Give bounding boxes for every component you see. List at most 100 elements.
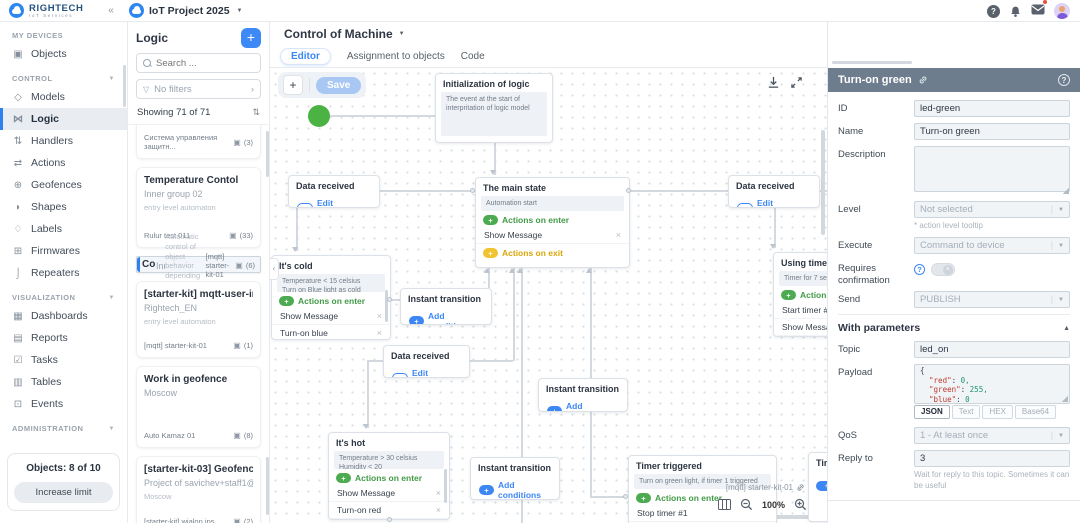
close-icon[interactable]: × xyxy=(435,488,441,498)
section-control[interactable]: CONTROL▼ xyxy=(12,74,115,83)
reply-to-input[interactable] xyxy=(914,450,1070,468)
fullscreen-icon[interactable] xyxy=(790,76,803,89)
canvas-horizontal-scrollbar[interactable] xyxy=(769,515,809,519)
sidebar-collapse-icon[interactable]: « xyxy=(108,5,114,16)
sidebar-item-shapes[interactable]: ◗Shapes xyxy=(0,196,127,218)
sidebar-scrollbar[interactable] xyxy=(123,65,126,107)
logic-card[interactable]: Work in geofence Moscow Auto Kamaz 01▣(8… xyxy=(136,365,261,448)
action-item[interactable]: Show Message× xyxy=(329,485,449,502)
sidebar-item-objects[interactable]: ▣Objects xyxy=(13,48,67,60)
sidebar-item-tasks[interactable]: ☑Tasks xyxy=(13,354,58,366)
node-clipped-timer[interactable]: Time + xyxy=(808,452,827,522)
add-conditions-link[interactable]: +Add conditions xyxy=(401,307,491,324)
resize-handle[interactable] xyxy=(1062,187,1069,194)
description-textarea[interactable] xyxy=(914,146,1070,192)
link-icon[interactable] xyxy=(918,75,928,85)
plus-icon[interactable]: + xyxy=(483,248,498,259)
close-icon[interactable]: × xyxy=(435,505,441,515)
logic-card-selected[interactable]: Control of Machine Inner group 02 Automa… xyxy=(136,232,261,300)
user-avatar[interactable] xyxy=(1054,3,1070,19)
help-icon[interactable]: ? xyxy=(987,4,1000,18)
id-input[interactable] xyxy=(914,100,1070,117)
node-timer-triggered[interactable]: Timer triggered Turn on green light, if … xyxy=(628,455,777,523)
plus-icon[interactable]: + xyxy=(636,493,651,504)
sidebar-item-geofences[interactable]: ⊕Geofences xyxy=(13,179,82,191)
bell-icon[interactable] xyxy=(1009,5,1022,18)
close-icon[interactable]: × xyxy=(615,230,621,241)
logic-card[interactable]: Система управления защитн...▣(3) xyxy=(136,125,261,159)
panel-collapse-handle[interactable]: ‹ xyxy=(270,258,279,280)
node-instant-transition[interactable]: Instant transition +Add conditions xyxy=(538,378,628,412)
list-scrollbar[interactable] xyxy=(266,131,269,177)
add-logic-button[interactable]: + xyxy=(241,28,261,48)
canvas-vertical-scrollbar[interactable] xyxy=(821,130,825,235)
action-item[interactable]: Turn-on blue× xyxy=(272,325,390,339)
sidebar-item-labels[interactable]: ♢Labels xyxy=(13,223,62,235)
node-scrollbar[interactable] xyxy=(444,469,447,503)
add-conditions-link[interactable]: +Add conditions xyxy=(471,476,559,499)
search-input[interactable] xyxy=(156,57,254,69)
save-button[interactable]: Save xyxy=(316,76,362,94)
action-item[interactable]: Stop timer #1 xyxy=(629,505,776,523)
with-parameters-section[interactable]: With parameters ▲ xyxy=(838,314,1070,341)
close-icon[interactable]: × xyxy=(376,328,382,338)
plus-icon[interactable]: + xyxy=(781,290,796,301)
action-item[interactable]: Show Message xyxy=(774,319,827,336)
tab-code[interactable]: Code xyxy=(460,51,485,62)
payload-editor[interactable]: { "red": 0, "green": 255, "blue": 0 xyxy=(914,364,1070,405)
action-item[interactable]: Show Message× xyxy=(476,227,629,245)
node-instant-transition[interactable]: Instant transition +Add conditions xyxy=(400,288,492,325)
sidebar-item-logic[interactable]: ⋈Logic xyxy=(0,108,127,130)
logic-card[interactable]: [starter-kit] mqtt-user-ini... Rightech_… xyxy=(136,280,261,358)
action-item[interactable]: Start timer #1 xyxy=(774,302,827,320)
zoom-in-icon[interactable] xyxy=(794,498,807,511)
plus-icon[interactable]: + xyxy=(816,480,827,491)
edit-conditions-link[interactable]: −Edit conditions xyxy=(729,194,819,207)
logic-canvas[interactable]: + Save xyxy=(270,68,827,523)
list-scrollbar[interactable] xyxy=(266,457,269,515)
add-node-button[interactable]: + xyxy=(283,75,303,95)
node-the-main-state[interactable]: The main state Automation start +Actions… xyxy=(475,177,630,268)
level-select[interactable]: Not selected|▼ xyxy=(914,201,1070,218)
mail-icon[interactable] xyxy=(1031,0,1047,20)
execute-select[interactable]: Command to device|▼ xyxy=(914,237,1070,255)
node-data-received[interactable]: Data received −Edit conditions xyxy=(728,175,820,208)
node-data-received[interactable]: Data received −Edit conditions xyxy=(288,175,380,208)
start-node[interactable] xyxy=(308,105,330,127)
node-initialization-of-logic[interactable]: Initialization of logic The event at the… xyxy=(435,73,553,143)
action-item[interactable]: Show Message× xyxy=(272,308,390,325)
tab-base64[interactable]: Base64 xyxy=(1014,405,1057,420)
add-conditions-link[interactable]: +Add conditions xyxy=(539,397,627,411)
sort-icon[interactable]: ⇅ xyxy=(252,107,260,117)
close-icon[interactable]: × xyxy=(376,311,382,321)
minimap-icon[interactable] xyxy=(717,499,731,510)
send-select[interactable]: PUBLISH|▼ xyxy=(914,291,1070,309)
sidebar-item-dashboards[interactable]: ▦Dashboards xyxy=(13,310,88,322)
node-data-received[interactable]: Data received −Edit conditions xyxy=(383,345,470,378)
topic-input[interactable] xyxy=(914,341,1070,359)
panel-scroll-thumb[interactable] xyxy=(832,61,912,64)
download-icon[interactable] xyxy=(767,76,780,89)
node-instant-transition[interactable]: Instant transition +Add conditions xyxy=(470,457,560,500)
sidebar-item-models[interactable]: ◇Models xyxy=(0,86,127,108)
tab-editor[interactable]: Editor xyxy=(280,48,331,65)
editor-title-row[interactable]: Control of Machine ▼ xyxy=(270,22,827,46)
sidebar-item-handlers[interactable]: ⇅Handlers xyxy=(13,135,74,147)
sidebar-item-firmwares[interactable]: ⊞Firmwares xyxy=(13,245,80,257)
resize-handle[interactable] xyxy=(1061,395,1068,403)
node-scrollbar[interactable] xyxy=(385,290,388,322)
plus-icon[interactable]: + xyxy=(279,296,294,306)
sidebar-item-actions[interactable]: ⇄Actions xyxy=(13,157,66,169)
tooltip-question-icon[interactable]: ? xyxy=(914,264,925,276)
tab-assignment-to-objects[interactable]: Assignment to objects xyxy=(346,51,445,62)
name-input[interactable] xyxy=(914,123,1070,140)
edit-conditions-link[interactable]: −Edit conditions xyxy=(289,194,379,207)
tab-json[interactable]: JSON xyxy=(914,405,950,420)
node-using-timer[interactable]: Using timer Timer for 7 seconds +Actions… xyxy=(773,252,827,337)
increase-limit-button[interactable]: Increase limit xyxy=(14,482,113,503)
edit-conditions-link[interactable]: −Edit conditions xyxy=(384,364,469,377)
sidebar-item-repeaters[interactable]: ⌡Repeaters xyxy=(0,262,127,284)
logic-card[interactable]: [starter-kit-03] Geofence ... Project of… xyxy=(136,455,261,523)
